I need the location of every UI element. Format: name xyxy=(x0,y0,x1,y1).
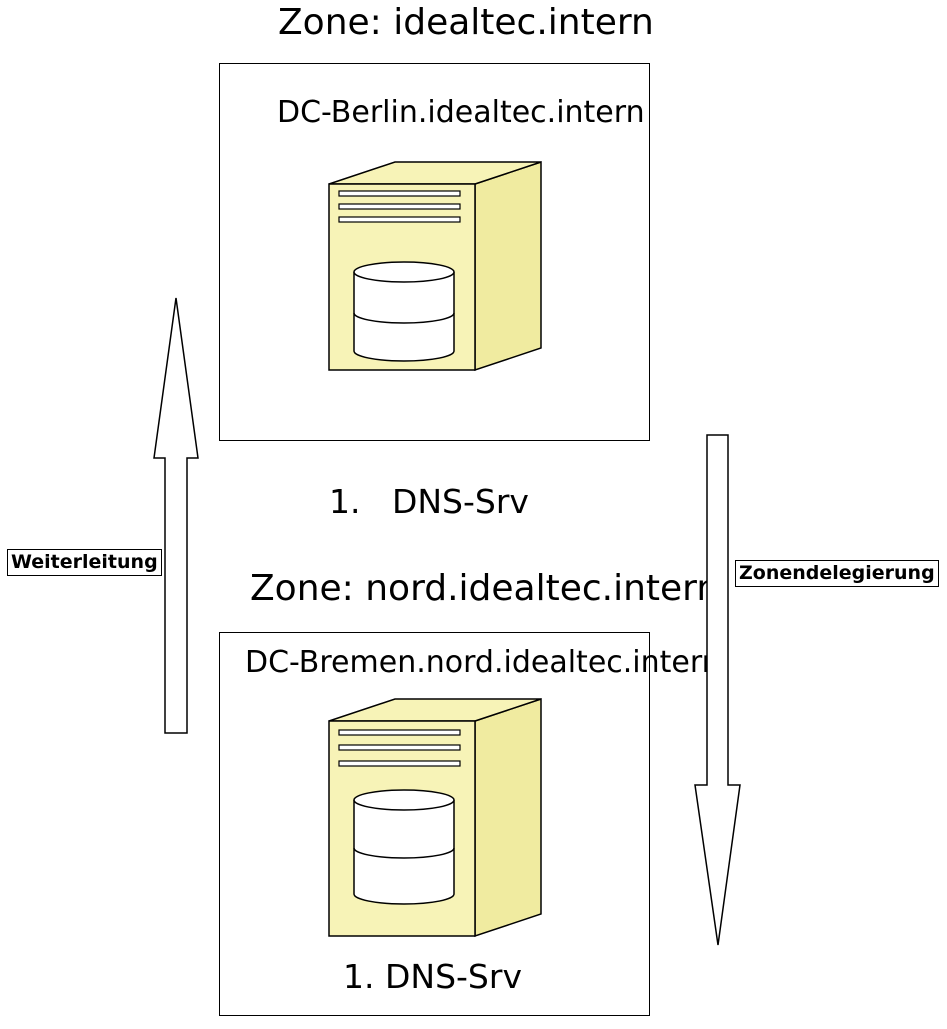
forwarding-arrow-up-icon xyxy=(150,296,202,736)
server-label-bottom: 1. DNS-Srv xyxy=(343,957,522,996)
zone-title-top: Zone: idealtec.intern xyxy=(278,2,654,43)
database-cylinder-icon xyxy=(353,261,455,362)
host-name-top: DC-Berlin.idealtec.intern xyxy=(277,95,645,130)
delegation-label: Zonendelegierung xyxy=(735,560,939,587)
delegation-arrow-down-icon xyxy=(692,433,744,947)
host-name-bottom: DC-Bremen.nord.idealtec.intern xyxy=(245,645,721,680)
zone-title-bottom: Zone: nord.idealtec.intern xyxy=(250,568,720,609)
database-cylinder-icon xyxy=(353,789,455,905)
server-label-top: 1. DNS-Srv xyxy=(329,482,529,521)
server-tower-icon xyxy=(326,160,546,374)
forwarding-label: Weiterleitung xyxy=(7,549,162,576)
server-tower-icon xyxy=(326,697,546,939)
